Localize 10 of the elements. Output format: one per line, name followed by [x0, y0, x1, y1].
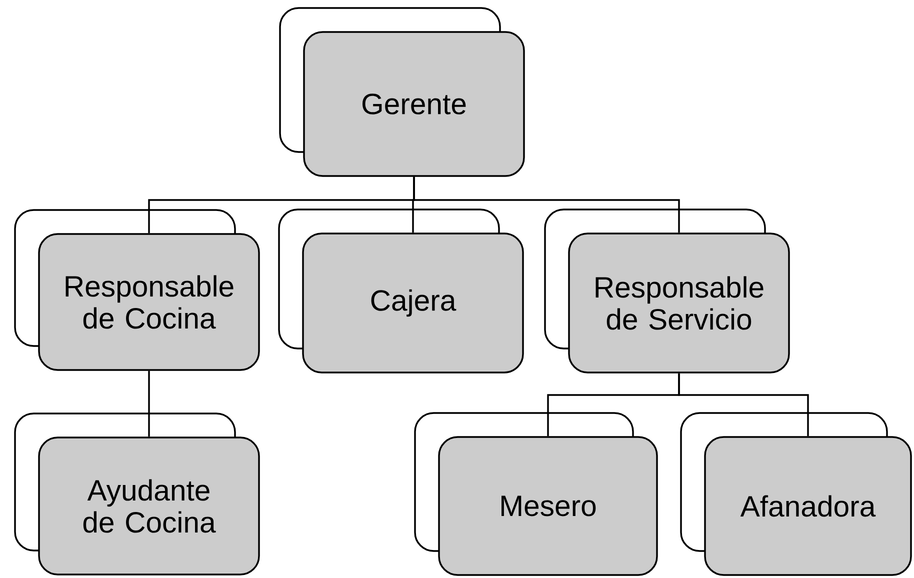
org-box: Cajera — [278, 208, 524, 374]
org-box: Ayudante de Cocina — [14, 412, 260, 576]
org-box: Afanadora — [680, 412, 912, 576]
org-box: Gerente — [279, 7, 525, 177]
connector-line — [148, 370, 150, 437]
connector-line — [413, 176, 680, 233]
org-box: Mesero — [414, 412, 658, 576]
connector-line — [678, 373, 809, 436]
org-box: Responsable de Servicio — [544, 208, 790, 374]
org-box: Responsable de Cocina — [14, 209, 260, 371]
